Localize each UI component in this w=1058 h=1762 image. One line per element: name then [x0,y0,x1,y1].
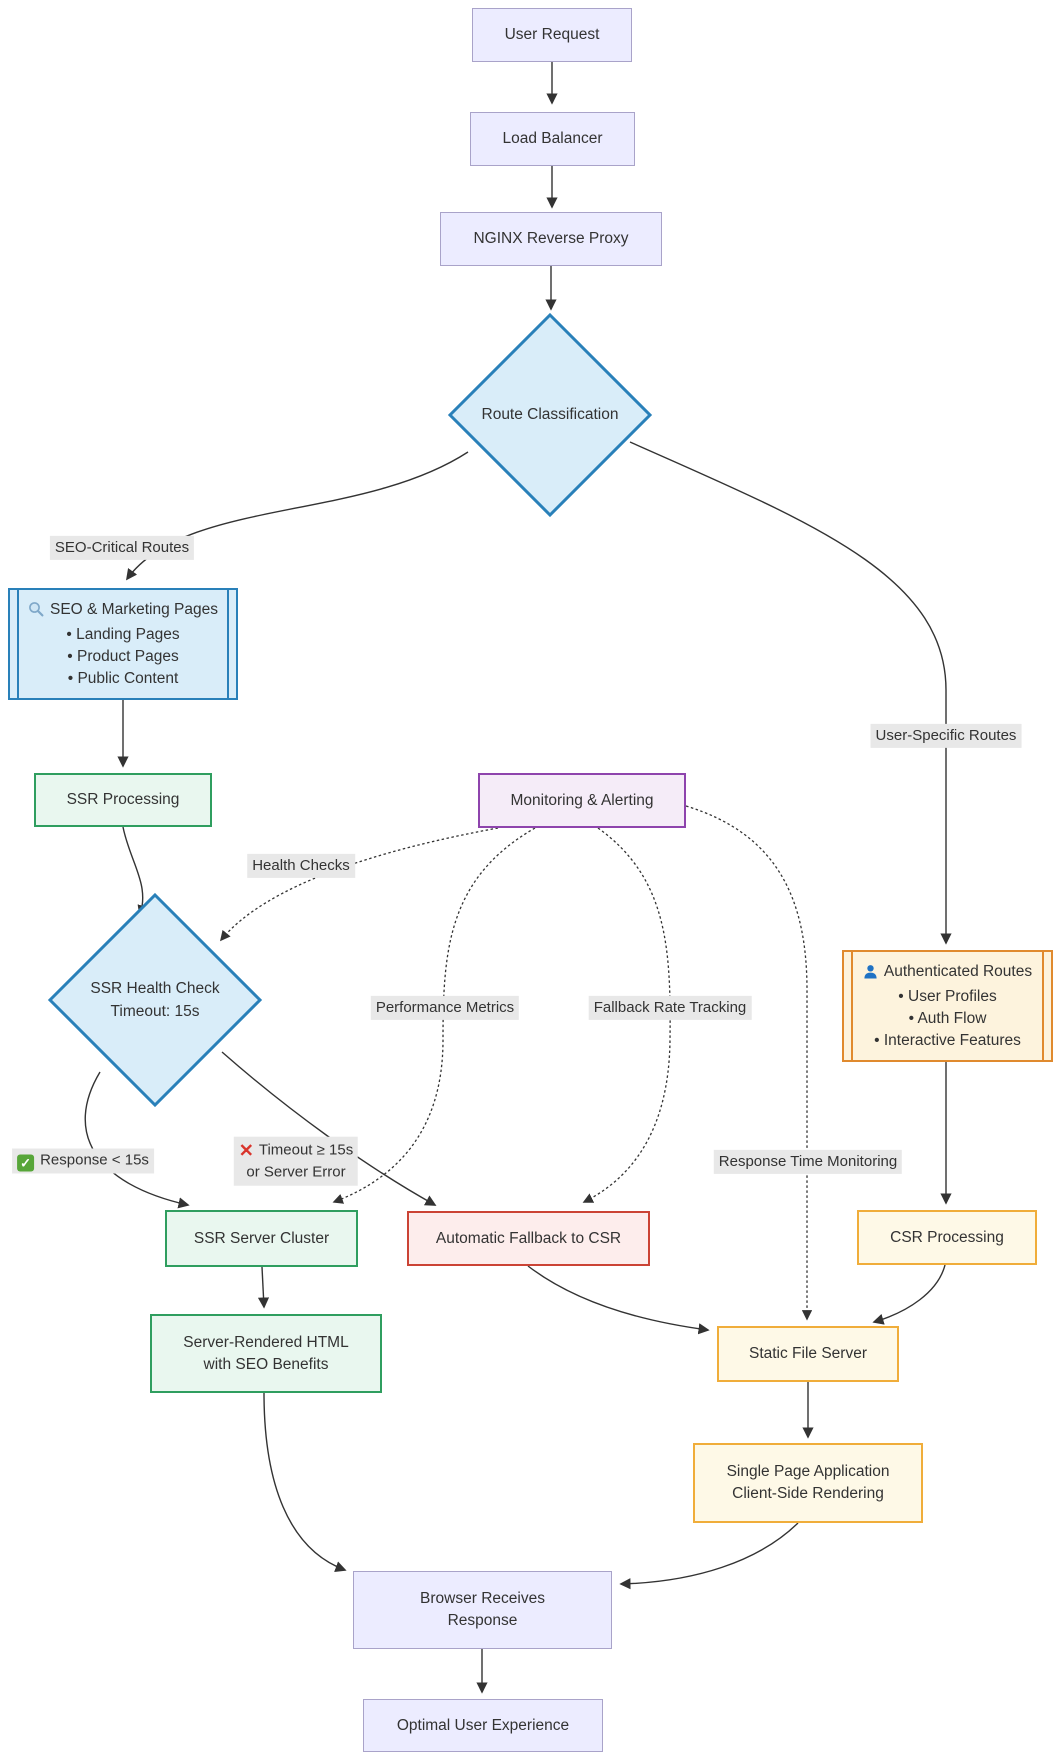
node-monitoring-alerting[interactable]: Monitoring & Alerting [478,773,686,828]
spa-line1: Single Page Application [726,1463,890,1481]
node-auto-fallback-label: Automatic Fallback to CSR [435,1229,622,1247]
node-csr-processing-label: CSR Processing [890,1228,1004,1246]
edge-health-check-to-cluster [84,1071,190,1209]
edge-label-performance-metrics: Performance Metrics [370,995,520,1021]
node-user-request-label: User Request [504,26,600,44]
node-optimal-ux[interactable]: Optimal User Experience [363,1699,603,1752]
node-ssr-server-cluster-label: SSR Server Cluster [193,1229,330,1247]
node-spa[interactable]: Single Page Application Client-Side Rend… [693,1443,923,1523]
edge-server-rendered-to-browser [263,1392,347,1572]
node-optimal-ux-label: Optimal User Experience [396,1716,570,1734]
edge-label-response-ok-text: Response < 15s [40,1151,149,1169]
node-static-file-server-label: Static File Server [748,1345,867,1363]
browser-receives-line1: Browser Receives [420,1590,545,1608]
edge-fallback-to-static [527,1265,710,1335]
spa-line2: Client-Side Rendering [732,1485,884,1502]
node-load-balancer[interactable]: Load Balancer [470,112,635,166]
edge-monitoring-to-static-dotted [685,805,813,1321]
browser-receives-line2: Response [447,1612,518,1629]
edge-label-seo-critical-routes: SEO-Critical Routes [49,535,195,561]
server-rendered-line2: with SEO Benefits [203,1355,329,1373]
seo-pages-title-row: SEO & Marketing Pages [10,599,236,624]
node-monitoring-label: Monitoring & Alerting [510,791,654,809]
edge-spa-to-browser [619,1522,799,1590]
auth-routes-title: Authenticated Routes [883,962,1033,980]
node-browser-receives[interactable]: Browser Receives Response [353,1571,612,1649]
edge-route-to-authenticated [629,441,952,945]
edge-label-fallback-rate-tracking: Fallback Rate Tracking [588,995,752,1021]
edge-monitoring-to-health-check-dotted [220,827,499,942]
auth-routes-item: • User Profiles [898,987,997,1005]
node-authenticated-routes[interactable]: Authenticated Routes • User Profiles • A… [842,950,1053,1062]
route-classification-diamond[interactable] [447,312,653,518]
seo-pages-item: • Public Content [67,669,179,687]
edge-cluster-to-server-rendered [257,1266,270,1309]
edge-label-timeout: ✕Timeout ≥ 15s or Server Error [233,1136,359,1186]
edge-health-check-to-fallback [221,1051,437,1206]
edge-label-user-specific-routes: User-Specific Routes [870,723,1022,749]
user-icon [863,964,878,986]
cross-icon: ✕ [238,1140,254,1161]
auth-routes-title-row: Authenticated Routes [844,961,1051,986]
edge-label-response-time-monitoring: Response Time Monitoring [713,1149,903,1175]
node-ssr-processing-label: SSR Processing [66,791,180,809]
node-static-file-server[interactable]: Static File Server [717,1326,899,1382]
edge-label-timeout-line1: Timeout ≥ 15s [258,1141,354,1159]
auth-routes-item: • Auth Flow [908,1009,987,1027]
seo-pages-item: • Product Pages [67,647,179,665]
seo-pages-title: SEO & Marketing Pages [50,600,218,618]
node-seo-marketing-pages[interactable]: SEO & Marketing Pages • Landing Pages • … [8,588,238,700]
edge-label-response-ok: ✓ Response < 15s [12,1148,154,1174]
node-nginx-proxy-label: NGINX Reverse Proxy [473,230,629,248]
check-icon: ✓ [17,1154,35,1172]
node-ssr-server-cluster[interactable]: SSR Server Cluster [165,1210,358,1267]
ssr-health-check-diamond[interactable] [47,892,263,1108]
edge-ssr-processing-to-health-check [122,826,149,917]
node-user-request[interactable]: User Request [472,8,632,62]
seo-pages-item: • Landing Pages [66,625,180,643]
edge-label-health-checks: Health Checks [247,853,355,879]
magnifier-icon [28,601,44,624]
node-automatic-fallback-csr[interactable]: Automatic Fallback to CSR [407,1211,650,1266]
edge-label-timeout-line1-row: ✕Timeout ≥ 15s [239,1139,353,1163]
edge-csr-to-static [872,1264,946,1325]
node-nginx-proxy[interactable]: NGINX Reverse Proxy [440,212,662,266]
edge-label-timeout-line2: or Server Error [246,1164,346,1182]
server-rendered-line1: Server-Rendered HTML [183,1333,349,1351]
auth-routes-item: • Interactive Features [874,1031,1021,1049]
node-csr-processing[interactable]: CSR Processing [857,1210,1037,1265]
node-server-rendered-html[interactable]: Server-Rendered HTML with SEO Benefits [150,1314,382,1393]
edge-monitoring-to-cluster-dotted [332,827,536,1204]
node-ssr-processing[interactable]: SSR Processing [34,773,212,827]
node-load-balancer-label: Load Balancer [502,130,603,148]
